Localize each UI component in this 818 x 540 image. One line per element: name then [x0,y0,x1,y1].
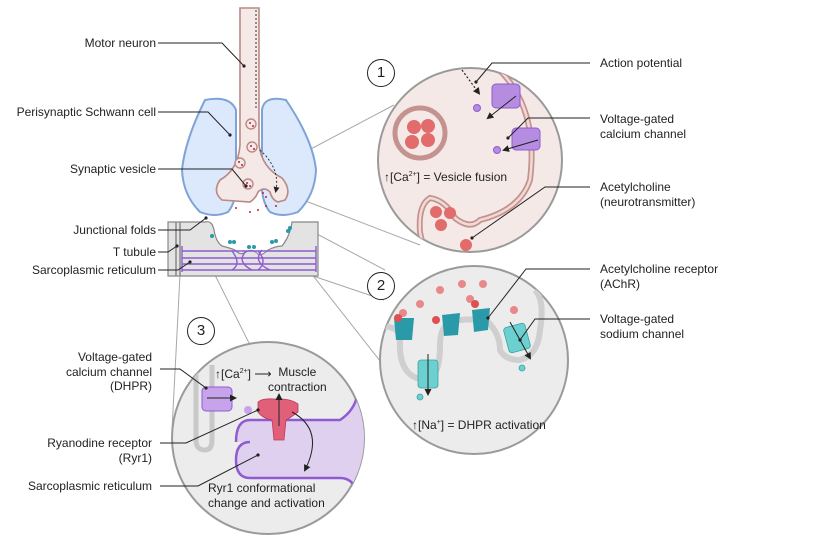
panel-2-leaders [486,268,590,342]
panel-3-leaders [160,368,260,487]
label-line: calcium channel [65,364,152,379]
label-line: Acetylcholine [600,180,671,194]
arrow-up-icon: ↑ [412,418,418,432]
label-line: change and activation [208,495,325,510]
label-line: Muscle [278,365,317,379]
label-acetylcholine: Acetylcholine(neurotransmitter) [600,180,695,209]
panel-1-circle [377,67,563,253]
arrow-up-icon: ↑ [215,367,221,381]
label-line: Acetylcholine receptor [600,262,719,276]
label-perisynaptic-schwann-cell: Perisynaptic Schwann cell [16,105,156,119]
label-ryr1: Ryanodine receptor(Ryr1) [47,436,152,465]
panel-1-leaders [470,62,590,240]
label-line: contraction [268,379,327,394]
caption-prefix: [Ca [390,170,409,184]
label-action-potential: Action potential [600,56,683,70]
panel-1-number: 1 [367,59,395,87]
label-motor-neuron: Motor neuron [84,36,156,50]
label-line: (DHPR) [110,379,152,393]
caption-sup: 2+ [239,368,248,375]
caption-sup: 2+ [408,171,417,178]
label-line: (Ryr1) [118,450,152,465]
caption-suffix: ] = DHPR activation [440,418,546,432]
label-line: (AChR) [600,276,641,291]
panel-3-caption: ↑[Ca2+] ⟶ [215,365,272,382]
label-line: Ryanodine receptor [47,436,152,450]
label-sarcoplasmic-reticulum: Sarcoplasmic reticulum [31,263,156,277]
label-junctional-folds: Junctional folds [73,223,156,237]
panel-3-number: 3 [187,317,215,345]
motor-neuron [215,7,289,213]
label-sarcoplasmic-reticulum-3: Sarcoplasmic reticulum [27,479,152,493]
caption-prefix: [Na [418,418,437,432]
label-line: (neurotransmitter) [600,194,696,209]
label-achr: Acetylcholine receptor(AChR) [600,262,718,291]
label-synaptic-vesicle: Synaptic vesicle [69,162,156,176]
panel-2-number: 2 [367,272,395,300]
caption-suffix: ] = Vesicle fusion [416,170,508,184]
label-line: Ryr1 conformational [208,481,316,495]
caption-prefix: [Ca [221,367,240,381]
arrow-up-icon: ↑ [384,170,390,184]
caption-suffix: ] [247,367,252,381]
arrow-right-icon: ⟶ [254,367,272,381]
muscle-fiber [167,221,319,277]
label-t-tubule: T tubule [112,245,156,259]
label-line: Voltage-gated [600,312,675,326]
label-line: Voltage-gated [600,112,675,126]
left-leader-lines [158,42,248,271]
caption-sup: + [436,419,441,426]
panel-2-circle [379,265,569,455]
label-line: Voltage-gated [77,350,152,364]
label-line: sodium channel [600,326,685,341]
panel-2-caption: ↑[Na+] = DHPR activation [412,416,546,433]
label-line: calcium channel [600,126,687,141]
panel-3-circle [171,341,365,535]
panel-1-caption: ↑[Ca2+] = Vesicle fusion [384,168,507,185]
